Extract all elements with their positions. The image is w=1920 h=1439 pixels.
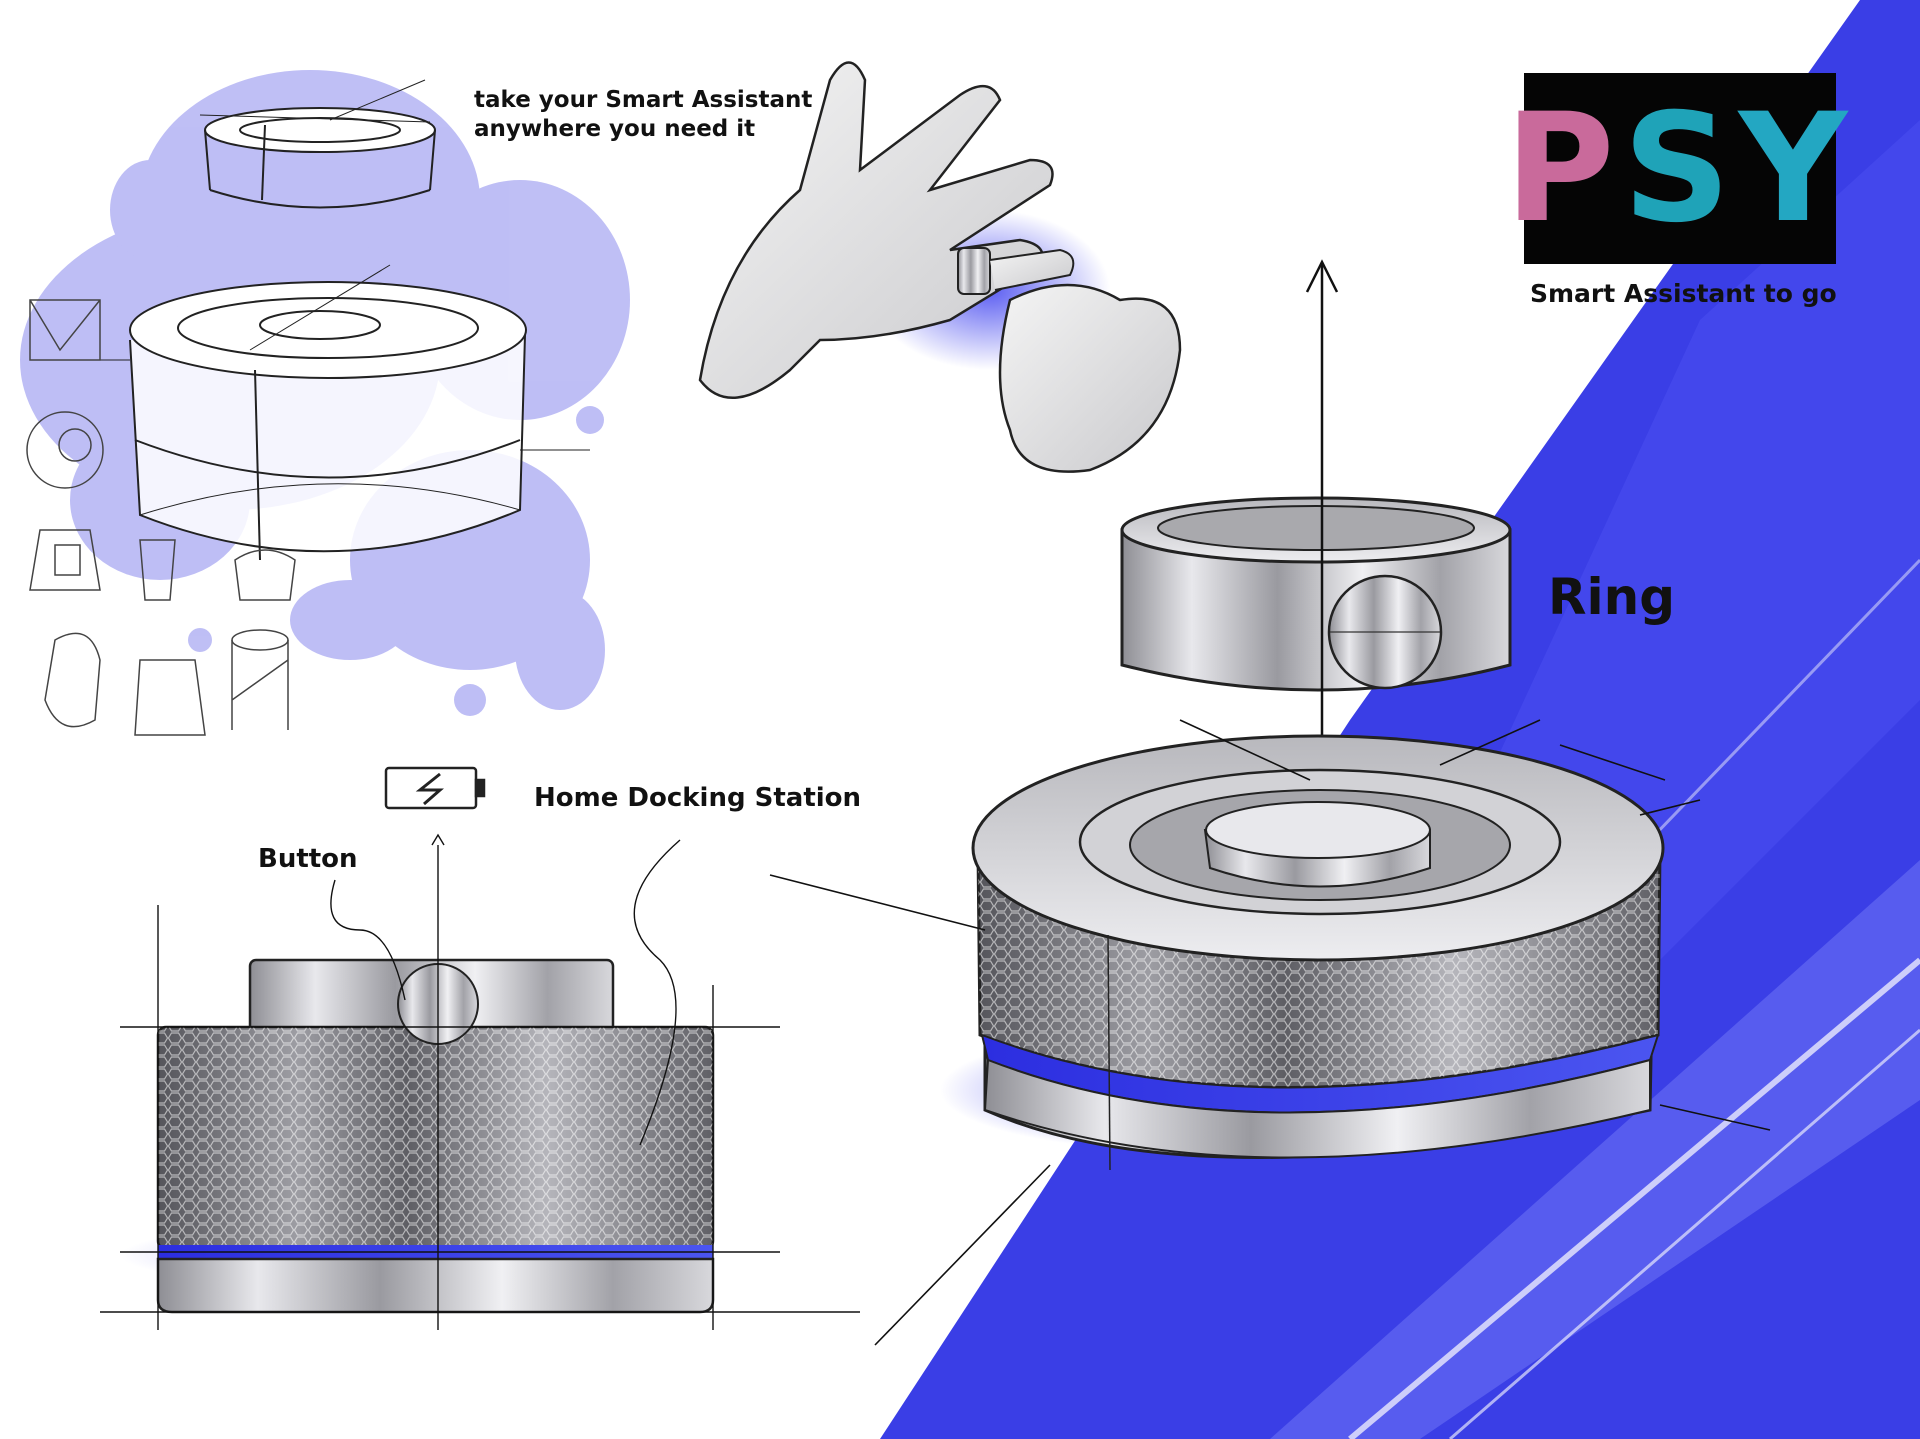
sketch-docking-station [30,264,590,561]
tagline-line-1: take your Smart Assistant [474,87,813,113]
ring-render [1120,496,1512,692]
logo-letter-y: Y [1738,81,1856,256]
tagline-line-2: anywhere you need it [474,115,756,142]
logo-letter-p: P [1504,81,1623,256]
tagline: take your Smart Assistant anywhere you n… [474,86,812,144]
battery-charging-icon [384,766,486,810]
hand-icon [698,61,1182,473]
docking-station-front-view [100,833,860,1330]
logo-letter-s: S [1622,81,1739,256]
thumbnail-sketches [26,299,296,736]
logo-subtitle: Smart Assistant to go [1530,279,1837,308]
docking-station-render [769,719,1771,1346]
home-docking-station-label: Home Docking Station [534,783,862,813]
sketch-ring-small [199,79,436,209]
button-label: Button [258,844,358,874]
psy-logo: P S Y [1505,73,1847,264]
ring-label: Ring [1548,568,1676,626]
arrow-up-icon [1305,259,1339,820]
